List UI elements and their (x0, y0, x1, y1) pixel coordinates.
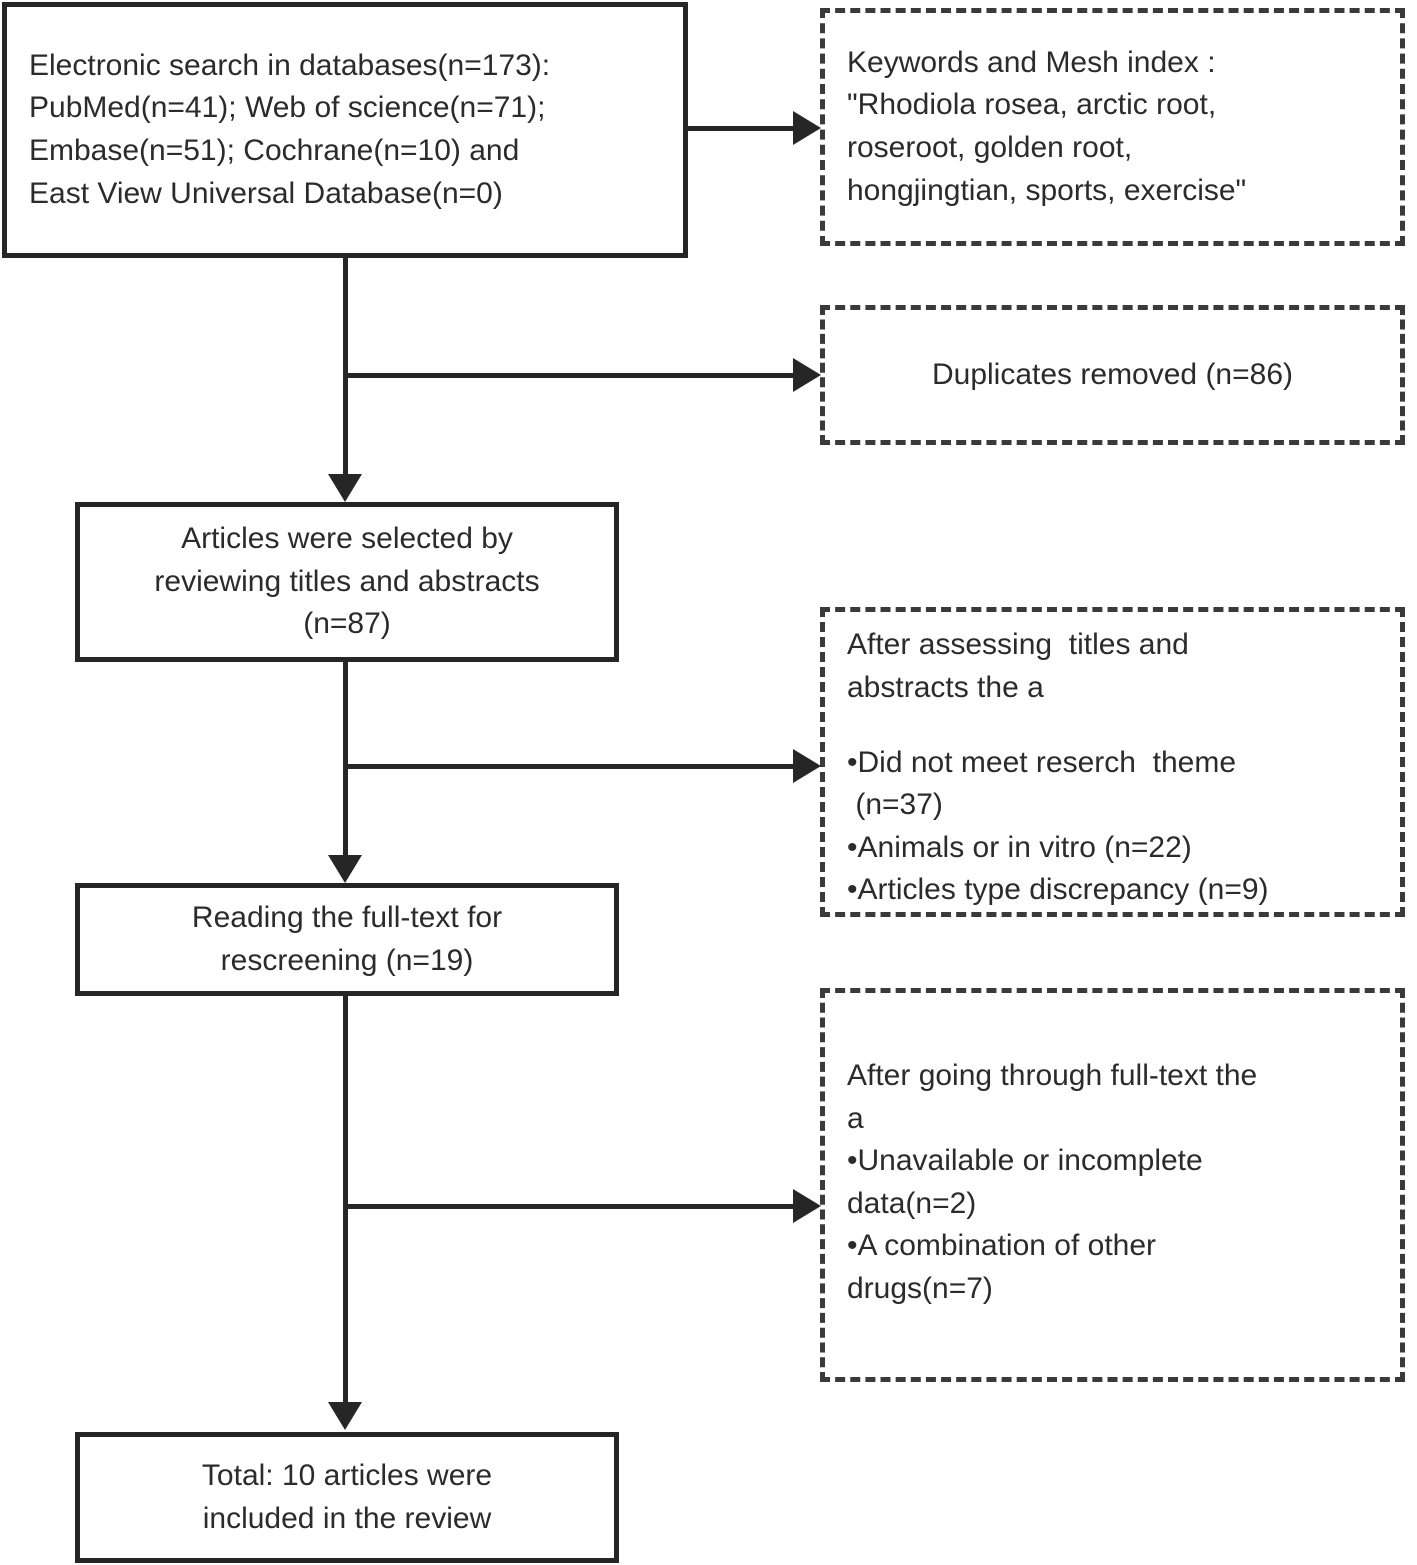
connector-fulltext-to-included-arrowhead (328, 1402, 362, 1430)
node-fulltext-rescreening: Reading the full-text for rescreening (n… (75, 883, 619, 996)
node-excluded-after-fulltext-header-2: a (847, 1101, 864, 1135)
node-identification-line-4: East View Universal Database(n=0) (29, 176, 503, 210)
node-duplicates-removed-label: Duplicates removed (n=86) (931, 357, 1293, 391)
node-excluded-after-fulltext-bullet-2-cont: drugs(n=7) (847, 1271, 993, 1305)
node-excluded-after-fulltext: After going through full-text the a •Una… (820, 988, 1405, 1382)
node-included-total-line-1: Total: 10 articles were (201, 1458, 493, 1492)
connector-screening-to-fulltext-arrowhead (328, 855, 362, 883)
connector-identification-to-keywords-arrowhead (793, 111, 821, 145)
connector-fulltext-to-excluded-arrowhead (793, 1189, 821, 1223)
node-excluded-after-screening-bullet-3: •Articles type discrepancy (n=9) (847, 873, 1269, 907)
connector-identification-to-duplicates-line (343, 373, 798, 378)
node-fulltext-rescreening-line-1: Reading the full-text for (191, 900, 503, 934)
node-identification: Electronic search in databases(n=173): P… (2, 2, 688, 258)
connector-identification-to-screening-arrowhead (328, 474, 362, 502)
node-screening: Articles were selected by reviewing titl… (75, 502, 619, 662)
node-identification-line-3: Embase(n=51); Cochrane(n=10) and (29, 134, 520, 167)
node-fulltext-rescreening-line-2: rescreening (n=19) (220, 943, 474, 977)
connector-identification-to-duplicates-arrowhead (793, 358, 821, 392)
node-keywords-line-3: roseroot, golden root, (847, 131, 1133, 164)
connector-identification-to-keywords-line (688, 126, 798, 131)
node-excluded-after-screening-bullet-2: •Animals or in vitro (n=22) (847, 830, 1192, 864)
node-identification-line-2: PubMed(n=41); Web of science(n=71); (29, 91, 546, 125)
node-included-total: Total: 10 articles were included in the … (75, 1432, 619, 1563)
node-screening-line-2: reviewing titles and abstracts (154, 564, 540, 598)
node-excluded-after-screening: After assessing titles and abstracts the… (820, 607, 1405, 917)
connector-screening-to-excluded-line (343, 764, 798, 769)
connector-trunk-fulltext (343, 996, 348, 1406)
connector-screening-to-excluded-arrowhead (793, 749, 821, 783)
node-excluded-after-fulltext-header-1: After going through full-text the (847, 1059, 1258, 1092)
node-screening-line-1: Articles were selected by (181, 522, 513, 556)
node-excluded-after-fulltext-bullet-1-cont: data(n=2) (847, 1186, 977, 1220)
node-identification-line-1: Electronic search in databases(n=173): (29, 48, 551, 82)
node-included-total-line-2: included in the review (202, 1501, 492, 1535)
node-duplicates-removed: Duplicates removed (n=86) (820, 305, 1405, 445)
node-excluded-after-fulltext-bullet-1: •Unavailable or incomplete (847, 1144, 1203, 1178)
connector-trunk-screening (343, 662, 348, 862)
node-excluded-after-screening-header-1: After assessing titles and (847, 628, 1189, 661)
node-excluded-after-screening-header-2: abstracts the a (847, 670, 1044, 704)
node-excluded-after-fulltext-bullet-2: •A combination of other (847, 1229, 1157, 1263)
node-keywords: Keywords and Mesh index : "Rhodiola rose… (820, 8, 1405, 246)
node-keywords-line-4: hongjingtian, sports, exercise" (847, 173, 1247, 207)
node-excluded-after-screening-bullet-1: •Did not meet reserch theme (847, 745, 1237, 779)
node-excluded-after-screening-bullet-1-cont: (n=37) (847, 788, 943, 822)
node-keywords-line-2: "Rhodiola rosea, arctic root, (847, 88, 1217, 122)
connector-fulltext-to-excluded-line (343, 1204, 798, 1209)
node-screening-line-3: (n=87) (303, 607, 391, 641)
node-excluded-after-screening-spacer (847, 709, 1400, 741)
node-keywords-line-1: Keywords and Mesh index : (847, 45, 1216, 79)
